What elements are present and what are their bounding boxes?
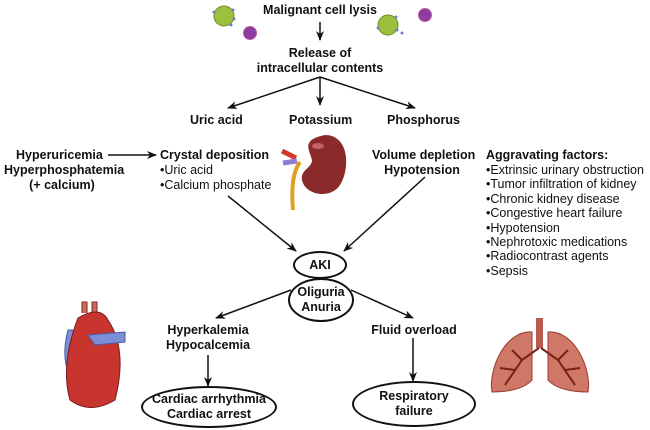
oliguria-label: Oliguria [297, 285, 345, 299]
arrow-volume-aki [343, 176, 426, 252]
arrow-crystal-aki [227, 195, 297, 252]
left-causes: Hyperuricemia Hyperphosphatemia (+ calci… [4, 148, 125, 193]
list-item: Congestive heart failure [486, 206, 644, 220]
failure-label: failure [395, 404, 433, 418]
cardiac-node: Cardiac arrhythmia Cardiac arrest [141, 386, 277, 428]
list-item: Tumor infiltration of kidney [486, 177, 644, 191]
purple-cell-icon [418, 8, 432, 22]
arrow-oliguria-fluid [350, 289, 414, 319]
hyperphosphatemia-label: Hyperphosphatemia [4, 163, 125, 177]
heart-icon [64, 301, 126, 408]
cardiac-arrhythmia-label: Cardiac arrhythmia [152, 392, 266, 406]
purple-cell-icon [243, 26, 257, 40]
aggravating-factors-block: Aggravating factors: Extrinsic urinary o… [486, 148, 644, 278]
anuria-label: Anuria [301, 300, 341, 314]
volume-depletion-label: Volume depletion [372, 148, 476, 162]
hypocalcemia-label: Hypocalcemia [165, 338, 251, 352]
cardiac-arrest-label: Cardiac arrest [166, 407, 252, 421]
lungs-icon [490, 318, 590, 393]
aki-node: AKI [293, 251, 347, 279]
kidney-icon [280, 135, 347, 211]
release-line-2: intracellular contents [256, 61, 384, 75]
arrow-release-phosphorus [319, 76, 416, 110]
volume-depletion-block: Volume depletion Hypotension [372, 148, 476, 178]
potassium-label: Potassium [289, 113, 353, 127]
list-item: Sepsis [486, 264, 644, 278]
tumor-cell-icons [212, 5, 432, 40]
list-item: Extrinsic urinary obstruction [486, 163, 644, 177]
release-label: Release of intracellular contents [255, 46, 385, 76]
list-item: Calcium phosphate [160, 178, 271, 193]
calcium-label: (+ calcium) [29, 178, 95, 192]
list-item: Radiocontrast agents [486, 249, 644, 263]
aggravating-factors-title: Aggravating factors: [486, 148, 609, 162]
crystal-deposition-block: Crystal deposition Uric acid Calcium pho… [160, 148, 271, 193]
list-item: Chronic kidney disease [486, 192, 644, 206]
green-cell-icon [377, 14, 399, 36]
hyperkalemia-block: Hyperkalemia Hypocalcemia [160, 323, 256, 353]
phosphorus-label: Phosphorus [387, 113, 460, 127]
malignant-cell-lysis-label: Malignant cell lysis [263, 3, 377, 17]
hypotension-label: Hypotension [384, 163, 460, 177]
respiratory-node: Respiratory failure [352, 381, 476, 427]
hyperuricemia-label: Hyperuricemia [16, 148, 103, 162]
green-cell-icon [213, 5, 235, 27]
hyperkalemia-label: Hyperkalemia [167, 323, 249, 337]
release-line-1: Release of [288, 46, 352, 60]
arrow-oliguria-hyperkalemia [215, 289, 292, 319]
aki-label: AKI [309, 257, 331, 272]
list-item: Nephrotoxic medications [486, 235, 644, 249]
list-item: Hypotension [486, 221, 644, 235]
uric-acid-label: Uric acid [190, 113, 243, 127]
crystal-deposition-title: Crystal deposition [160, 148, 270, 162]
oliguria-node: Oliguria Anuria [288, 278, 354, 322]
list-item: Uric acid [160, 163, 271, 178]
respiratory-label: Respiratory [379, 389, 449, 403]
arrow-release-uric [227, 76, 321, 109]
fluid-overload-label: Fluid overload [371, 323, 457, 337]
